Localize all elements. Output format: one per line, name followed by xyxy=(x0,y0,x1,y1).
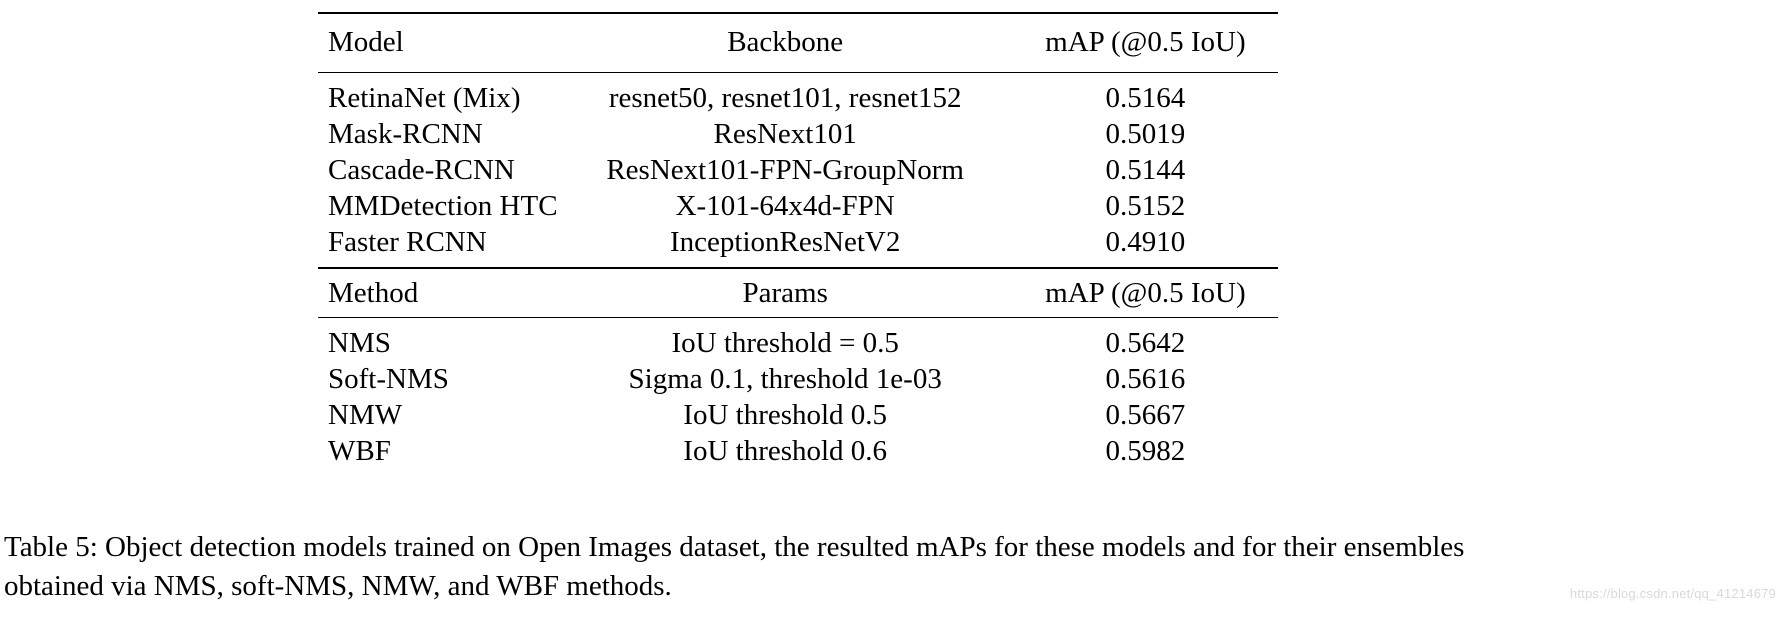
header-row-methods: Method Params mAP (@0.5 IoU) xyxy=(318,269,1278,318)
cell-method-map-best: 0.5982 xyxy=(1105,434,1186,467)
results-table-container: Model Backbone mAP (@0.5 IoU) RetinaNet … xyxy=(318,12,1278,476)
table-row: MMDetection HTC X-101-64x4d-FPN 0.5152 xyxy=(318,188,1278,224)
table-row: NMW IoU threshold 0.5 0.5667 xyxy=(318,397,1278,433)
cell-method-map: 0.5616 xyxy=(1105,362,1186,395)
watermark-url: https://blog.csdn.net/qq_41214679 xyxy=(1569,586,1776,601)
table-row: WBF IoU threshold 0.6 0.5982 xyxy=(318,433,1278,476)
cell-model-name: Cascade-RCNN xyxy=(328,153,515,186)
cell-method-map: 0.5642 xyxy=(1105,326,1186,359)
cell-method-params: IoU threshold = 0.5 xyxy=(671,326,899,359)
cell-model-name: MMDetection HTC xyxy=(328,189,558,222)
table-caption: Table 5: Object detection models trained… xyxy=(4,528,1782,606)
table-row: NMS IoU threshold = 0.5 0.5642 xyxy=(318,318,1278,361)
cell-model-map: 0.5019 xyxy=(1105,117,1186,150)
cell-model-name: Mask-RCNN xyxy=(328,117,483,150)
table-row: Soft-NMS Sigma 0.1, threshold 1e-03 0.56… xyxy=(318,361,1278,397)
cell-model-map: 0.5144 xyxy=(1105,153,1186,186)
table-rule-under-methods-header xyxy=(318,317,1278,318)
table-row: Faster RCNN InceptionResNetV2 0.4910 xyxy=(318,224,1278,268)
caption-line-1: Table 5: Object detection models trained… xyxy=(4,531,1465,563)
table-row: Cascade-RCNN ResNext101-FPN-GroupNorm 0.… xyxy=(318,152,1278,188)
table-row: Mask-RCNN ResNext101 0.5019 xyxy=(318,116,1278,152)
cell-model-backbone: InceptionResNetV2 xyxy=(670,225,901,258)
cell-model-map: 0.5152 xyxy=(1105,189,1186,222)
cell-model-backbone: resnet50, resnet101, resnet152 xyxy=(608,81,962,114)
table-row: RetinaNet (Mix) resnet50, resnet101, res… xyxy=(318,73,1278,116)
cell-model-backbone: ResNext101 xyxy=(713,117,857,150)
table-rule-under-models-header xyxy=(318,72,1278,73)
cell-model-map: 0.4910 xyxy=(1105,225,1186,258)
header-cell-map-models: mAP (@0.5 IoU) xyxy=(1045,25,1246,58)
header-cell-method: Method xyxy=(328,276,419,309)
cell-method-params: IoU threshold 0.5 xyxy=(683,398,888,431)
cell-model-name: Faster RCNN xyxy=(328,225,487,258)
cell-method-name: WBF xyxy=(328,434,391,467)
cell-method-name: NMS xyxy=(328,326,391,359)
cell-method-name: Soft-NMS xyxy=(328,362,449,395)
cell-method-name: NMW xyxy=(328,398,403,431)
header-cell-backbone: Backbone xyxy=(727,25,844,58)
caption-line-2: obtained via NMS, soft-NMS, NMW, and WBF… xyxy=(4,570,672,602)
results-table: Model Backbone mAP (@0.5 IoU) RetinaNet … xyxy=(318,12,1278,476)
header-cell-map-methods: mAP (@0.5 IoU) xyxy=(1045,276,1246,309)
cell-method-params: IoU threshold 0.6 xyxy=(683,434,888,467)
cell-method-params: Sigma 0.1, threshold 1e-03 xyxy=(628,362,942,395)
header-cell-params: Params xyxy=(742,276,828,309)
cell-model-map: 0.5164 xyxy=(1105,81,1186,114)
cell-model-name: RetinaNet (Mix) xyxy=(328,81,521,114)
cell-model-backbone: X-101-64x4d-FPN xyxy=(675,189,895,222)
cell-model-backbone: ResNext101-FPN-GroupNorm xyxy=(606,153,964,186)
header-row-models: Model Backbone mAP (@0.5 IoU) xyxy=(318,14,1278,73)
cell-method-map: 0.5667 xyxy=(1105,398,1186,431)
header-cell-model: Model xyxy=(328,25,404,58)
